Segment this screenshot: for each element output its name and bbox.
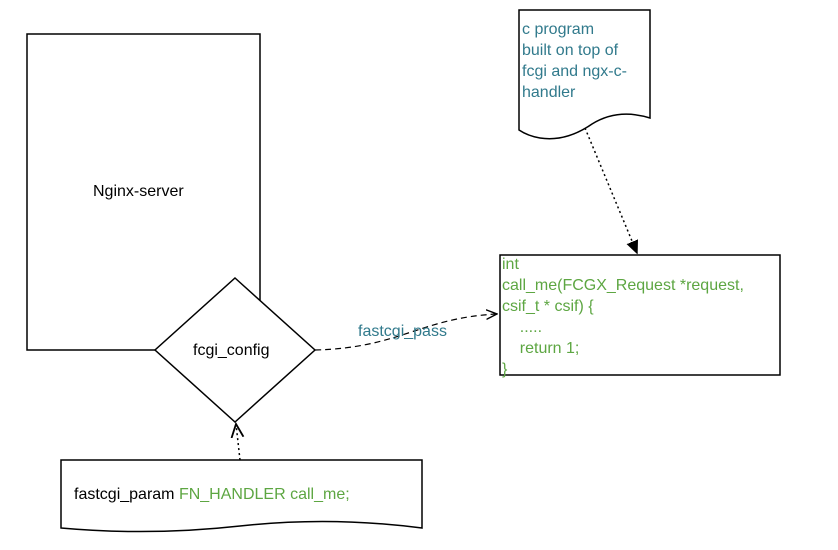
param-to-config-edge[interactable] <box>236 424 240 461</box>
c-program-line: built on top of <box>522 42 619 59</box>
c-program-to-code-edge[interactable] <box>584 127 637 253</box>
code-box[interactable] <box>499 254 781 376</box>
code-line: ..... <box>502 319 543 336</box>
code-line: csif_t * csif) { <box>502 298 594 315</box>
fastcgi-param-args: FN_HANDLER call_me; <box>178 486 350 503</box>
fastcgi-pass-edge[interactable] <box>314 314 497 351</box>
fastcgi-pass-label: fastcgi_pass <box>358 323 447 340</box>
code-line: call_me(FCGX_Request *request, <box>502 277 744 294</box>
nginx-server-label: Nginx-server <box>93 183 184 200</box>
code-line: return 1; <box>502 340 580 357</box>
c-program-line: handler <box>522 84 576 101</box>
code-line: } <box>502 361 508 378</box>
c-program-note-shape[interactable] <box>518 9 651 140</box>
code-line: int <box>502 256 519 273</box>
fastcgi-param-note-text: fastcgi_param FN_HANDLER call_me; <box>74 484 350 505</box>
fastcgi-param-keyword: fastcgi_param <box>74 486 175 503</box>
fastcgi-param-note-shape[interactable] <box>60 459 423 533</box>
c-program-line: c program <box>522 21 595 38</box>
c-program-line: fcgi and ngx-c- <box>522 63 627 80</box>
fcgi-config-label: fcgi_config <box>193 342 270 359</box>
